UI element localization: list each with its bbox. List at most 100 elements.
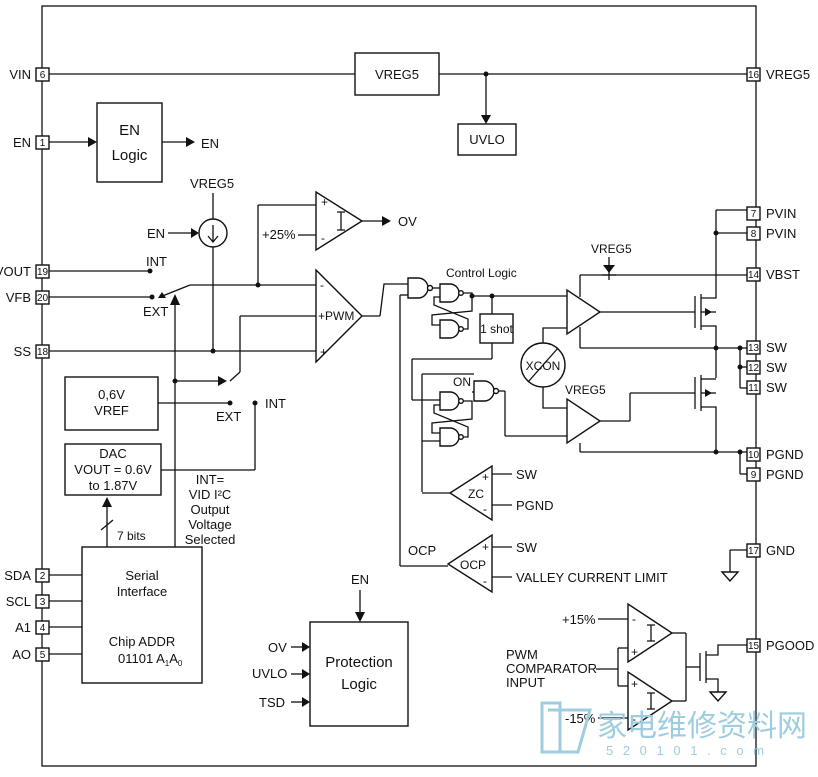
plus25-label: +25% [262,227,296,242]
svg-text:Protection: Protection [325,654,393,671]
svg-text:Output: Output [190,502,229,517]
control-logic: Control Logic 1 shot ON [399,266,567,566]
pin-number: 10 [748,450,760,461]
bits-label: 7 bits [117,529,146,543]
dac-label-1: DAC [99,446,126,461]
pin-number: 3 [40,597,46,608]
svg-text:UVLO: UVLO [252,666,287,681]
current-source: VREG5 EN [147,176,234,351]
pin-sw-11: 11 SW [746,380,788,395]
pin-pvin-7: 7 PVIN [746,206,796,221]
control-logic-label: Control Logic [446,266,517,280]
pin-number: 5 [40,650,46,661]
vref-block: 0,6V VREF EXT INT [64,371,286,471]
pin-gnd: 17 GND [746,543,795,558]
pin-label: PVIN [766,226,796,241]
sw-node [580,345,747,389]
dac-label-2: VOUT = 0.6V [74,462,152,477]
pin-label: PVIN [766,206,796,221]
pin-number: 19 [37,267,49,278]
pin-label: SW [766,360,788,375]
xcon-label: XCON [526,359,561,373]
dac-block: DAC VOUT = 0.6V to 1.87V 7 bits [64,443,162,547]
pgood-comparators: +15% - + + - -15% PWM COMPARATOR INPUT [506,602,747,732]
ext-top-label: EXT [143,304,168,319]
pin-label: PGND [766,447,804,462]
svg-text:TSD: TSD [259,695,285,710]
svg-text:-: - [483,574,487,588]
svg-text:Interface: Interface [117,584,168,599]
zc-pgnd-label: PGND [516,498,554,513]
pin-number: 11 [748,383,759,394]
uvlo-block: UVLO [457,123,517,156]
zc-label: ZC [468,487,484,501]
pin-ao: AO 5 [12,647,50,662]
svg-text:+: + [631,677,638,691]
int-top-label: INT [146,254,167,269]
pin-label: VOUT [0,264,31,279]
svg-text:+: + [482,470,489,484]
pin-a1: A1 4 [15,620,50,635]
xcon-block: XCON [520,327,567,409]
svg-text:COMPARATOR: COMPARATOR [506,661,597,676]
ocp-comparator: OCP + - OCP SW VALLEY CURRENT LIMIT [400,533,668,594]
svg-text:-: - [321,231,325,245]
neg15-label: -15% [565,711,596,726]
low-side-fet [580,375,747,475]
svg-text:INPUT: INPUT [506,675,545,690]
svg-text:-: - [320,278,324,292]
svg-text:+: + [631,645,638,659]
pin-pgnd-9: 9 PGND [746,467,804,482]
pin-vfb: VFB 20 [6,290,50,305]
int-note: INT= VID I²C Output Voltage Selected [185,472,236,547]
en-in-label: EN [147,226,165,241]
svg-text:+: + [482,540,489,554]
pin-label: SDA [4,568,31,583]
vreg5-regulator: VREG5 [49,52,747,124]
high-side-fet [694,209,747,348]
pin-label: VBST [766,267,800,282]
svg-text:Serial: Serial [125,568,158,583]
ov-comparator: + - OV +25% [257,190,417,285]
ocp-left-label: OCP [408,543,436,558]
ocp-sw-label: SW [516,540,538,555]
pin-pgood: 15 PGOOD [746,638,814,653]
pin-label: SW [766,380,788,395]
pin-number: 12 [748,363,760,374]
pin-en: EN 1 [13,135,50,150]
prot-en-label: EN [351,572,369,587]
pos15-label: +15% [562,612,596,627]
watermark-cn: 家电维修资料网 [597,710,807,743]
serial-interface-block: Serial Interface Chip ADDR 01101 A1A0 [49,546,203,684]
ext-mid-label: EXT [216,409,241,424]
svg-text:+: + [320,345,327,359]
pin-vreg5-out: 16 VREG5 [746,67,810,82]
pin-number: 2 [40,571,46,582]
pin-label: SCL [6,594,31,609]
pwm-comparator: - +PWM + [239,268,408,372]
svg-text:VID I²C: VID I²C [189,487,232,502]
vref-label-1: 0,6V [98,387,125,402]
svg-text:-: - [632,712,636,726]
svg-text:01101 A1A0: 01101 A1A0 [118,651,183,668]
zc-comparator: + - ZC SW PGND [422,464,554,522]
vreg5-source-label: VREG5 [190,176,234,191]
vreg5-drv2-label: VREG5 [565,383,606,397]
pin-number: 14 [748,270,760,281]
pin-label: VIN [9,67,31,82]
watermark: 家电维修资料网 5 2 0 1 0 1 . c o m [540,701,807,758]
en-logic-label-1: EN [119,122,140,139]
one-shot-label: 1 shot [480,322,513,336]
pin-number: 20 [37,293,49,304]
svg-text:-: - [483,502,487,516]
pin-vbst: 14 VBST [746,267,800,282]
vreg5-drv-label: VREG5 [591,242,632,256]
vref-label-2: VREF [94,403,129,418]
gnd-symbol [720,549,747,583]
pin-number: 13 [748,343,760,354]
pin-number: 4 [40,623,46,634]
pin-number: 17 [748,546,760,557]
pin-label: VFB [6,290,31,305]
pin-sw-13: 13 SW [746,340,788,355]
pin-sw-12: 12 SW [746,360,788,375]
